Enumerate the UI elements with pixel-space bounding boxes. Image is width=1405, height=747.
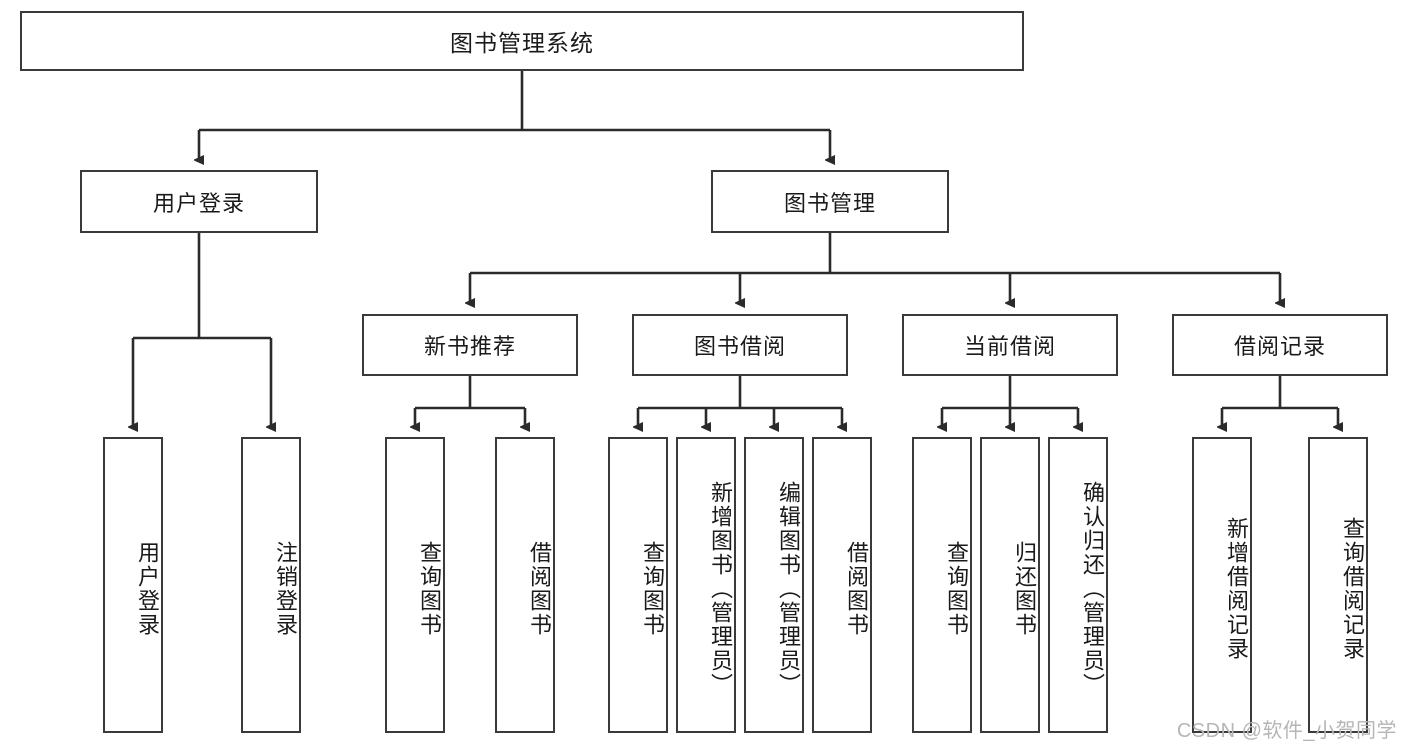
node-user-login[interactable]: 用户登录 (80, 170, 318, 233)
leaf-borrow-record-add-record[interactable]: 新增借阅记录 (1192, 437, 1252, 733)
leaf-new-book-borrow-book[interactable]: 借阅图书 (495, 437, 555, 733)
node-book-borrow[interactable]: 图书借阅 (632, 314, 848, 376)
watermark-text: CSDN @软件_小贺同学 (1176, 720, 1397, 742)
node-book-management[interactable]: 图书管理 (711, 170, 949, 233)
leaf-new-book-query-book[interactable]: 查询图书 (385, 437, 445, 733)
leaf-book-borrow-edit-book-admin[interactable]: 编辑图书（管理员） (744, 437, 804, 733)
leaf-book-borrow-query-book[interactable]: 查询图书 (608, 437, 668, 733)
leaf-user-login-login[interactable]: 用户登录 (103, 437, 163, 733)
node-new-book-recommend[interactable]: 新书推荐 (362, 314, 578, 376)
leaf-borrow-record-query-record[interactable]: 查询借阅记录 (1308, 437, 1368, 733)
leaf-book-borrow-borrow-book[interactable]: 借阅图书 (812, 437, 872, 733)
leaf-current-borrow-confirm-return-admin[interactable]: 确认归还（管理员） (1048, 437, 1108, 733)
leaf-current-borrow-return-book[interactable]: 归还图书 (980, 437, 1040, 733)
leaf-user-login-logout[interactable]: 注销登录 (241, 437, 301, 733)
node-current-borrow[interactable]: 当前借阅 (902, 314, 1118, 376)
leaf-book-borrow-add-book-admin[interactable]: 新增图书（管理员） (676, 437, 736, 733)
node-root-book-management-system[interactable]: 图书管理系统 (20, 11, 1024, 71)
node-borrow-record[interactable]: 借阅记录 (1172, 314, 1388, 376)
leaf-current-borrow-query-book[interactable]: 查询图书 (912, 437, 972, 733)
